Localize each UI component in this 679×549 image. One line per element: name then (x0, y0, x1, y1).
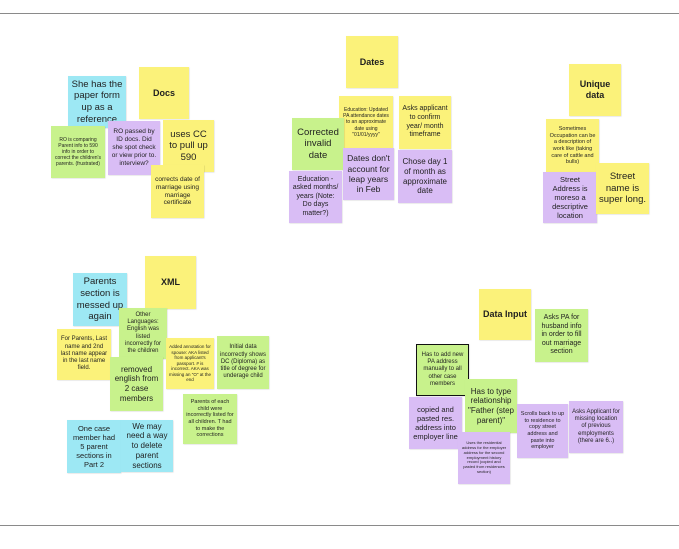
sticky-education-asked[interactable]: Education - asked months/ years (Note: D… (289, 171, 342, 223)
sticky-corrected-invalid-date[interactable]: Corrected invalid date (292, 118, 344, 170)
sticky-parents-section-messed[interactable]: Parents section is messed up again (73, 273, 127, 326)
sticky-scrolls-back[interactable]: Scrolls back to up to residence to copy … (517, 404, 568, 458)
sticky-removed-english[interactable]: removed english from 2 case members (110, 357, 163, 411)
board-bottom-border (0, 525, 679, 526)
sticky-uses-cc[interactable]: uses CC to pull up 590 (163, 120, 214, 172)
sticky-uses-residential[interactable]: Uses the residential address for the emp… (458, 432, 510, 484)
sticky-other-languages[interactable]: Other Languages: English was listed inco… (119, 308, 167, 359)
sticky-dates-dont-account[interactable]: Dates don't account for leap years in Fe… (343, 148, 394, 200)
sticky-corrects-date-marriage[interactable]: corrects date of marriage using marriage… (151, 165, 204, 218)
sticky-docs-title[interactable]: Docs (139, 67, 189, 119)
sticky-chose-day-1[interactable]: Chose day 1 of month as approximate date (398, 150, 452, 203)
sticky-added-annotation[interactable]: Added annotation for spouse: AKA listed … (166, 338, 214, 389)
sticky-asks-applicant-confirm[interactable]: Asks applicant to confirm year/ month ti… (399, 96, 451, 149)
sticky-asks-pa-husband[interactable]: Asks PA for husband info in order to fil… (535, 309, 588, 362)
sticky-she-has-paper[interactable]: She has the paper form up as a reference (68, 76, 126, 128)
sticky-dates-title[interactable]: Dates (346, 36, 398, 88)
sticky-has-to-type-relationship[interactable]: Has to type relationship "Father (step p… (465, 379, 517, 433)
sticky-copied-pasted[interactable]: copied and pasted res. address into empl… (409, 397, 462, 449)
sticky-for-parents-last-name[interactable]: For Parents, Last name and 2nd last name… (57, 329, 111, 380)
board-top-border (0, 13, 679, 14)
sticky-street-address-descriptive[interactable]: Street Address is moreso a descriptive l… (543, 172, 597, 223)
sticky-initial-data-incorrect[interactable]: Initial data incorrectly shows DC (Diplo… (217, 336, 269, 389)
sticky-one-case-member[interactable]: One case member had 5 parent sections in… (67, 420, 121, 473)
sticky-sometimes-occupation[interactable]: Sometimes Occupation can be a descriptio… (546, 119, 599, 173)
sticky-xml-title[interactable]: XML (145, 256, 196, 309)
sticky-data-input-title[interactable]: Data Input (479, 289, 531, 340)
sticky-education-updated[interactable]: Education: Updated PA attendance dates t… (339, 96, 393, 149)
sticky-street-name-long[interactable]: Street name is super long. (596, 163, 649, 214)
sticky-asks-applicant-missing[interactable]: Asks Applicant for missing location of p… (569, 401, 623, 453)
sticky-ro-comparing[interactable]: RO is comparing Parent info to 590 info … (51, 126, 105, 178)
sticky-has-to-add-new-pa[interactable]: Has to add new PA address manually to al… (416, 344, 469, 396)
sticky-may-need-delete[interactable]: We may need a way to delete parent secti… (121, 420, 173, 472)
sticky-parents-each-child[interactable]: Parents of each child were incorrectly l… (183, 394, 237, 444)
sticky-unique-data-title[interactable]: Unique data (569, 64, 621, 116)
